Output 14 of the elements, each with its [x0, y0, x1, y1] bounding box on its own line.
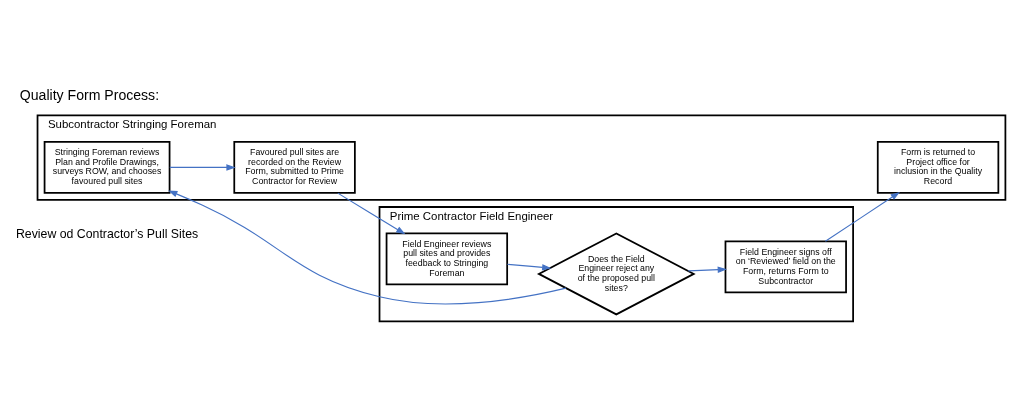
arrow — [168, 190, 567, 305]
arrow — [337, 192, 406, 235]
diagram-title: Quality Form Process: — [19, 87, 160, 104]
node-box: Field Engineer reviews pull sites and provides feedback to Stringing Foreman — [385, 232, 509, 286]
node-box: Stringing Foreman reviews Plan and Profile Drawings, surveys ROW, and chooses favoured pull sites — [43, 141, 171, 194]
node-box: Form is returned to Project office for inclusion in the Quality Record — [876, 141, 1000, 194]
arrow — [506, 263, 552, 271]
arrow — [687, 266, 727, 273]
node-diamond: Does the Field Engineer reject any of the proposed pull sites? — [536, 232, 696, 316]
label: Review od Contractor’s Pull Sites — [15, 226, 199, 241]
arrow — [824, 191, 900, 242]
arrow — [169, 164, 236, 171]
node-box: Field Engineer signs off on ‘Reviewed’ field on the Form, returns Form to Subcontractor — [724, 240, 847, 294]
node-box: Favoured pull sites are recorded on the Review Form, submitted to Prime Contractor for Review — [233, 141, 356, 194]
